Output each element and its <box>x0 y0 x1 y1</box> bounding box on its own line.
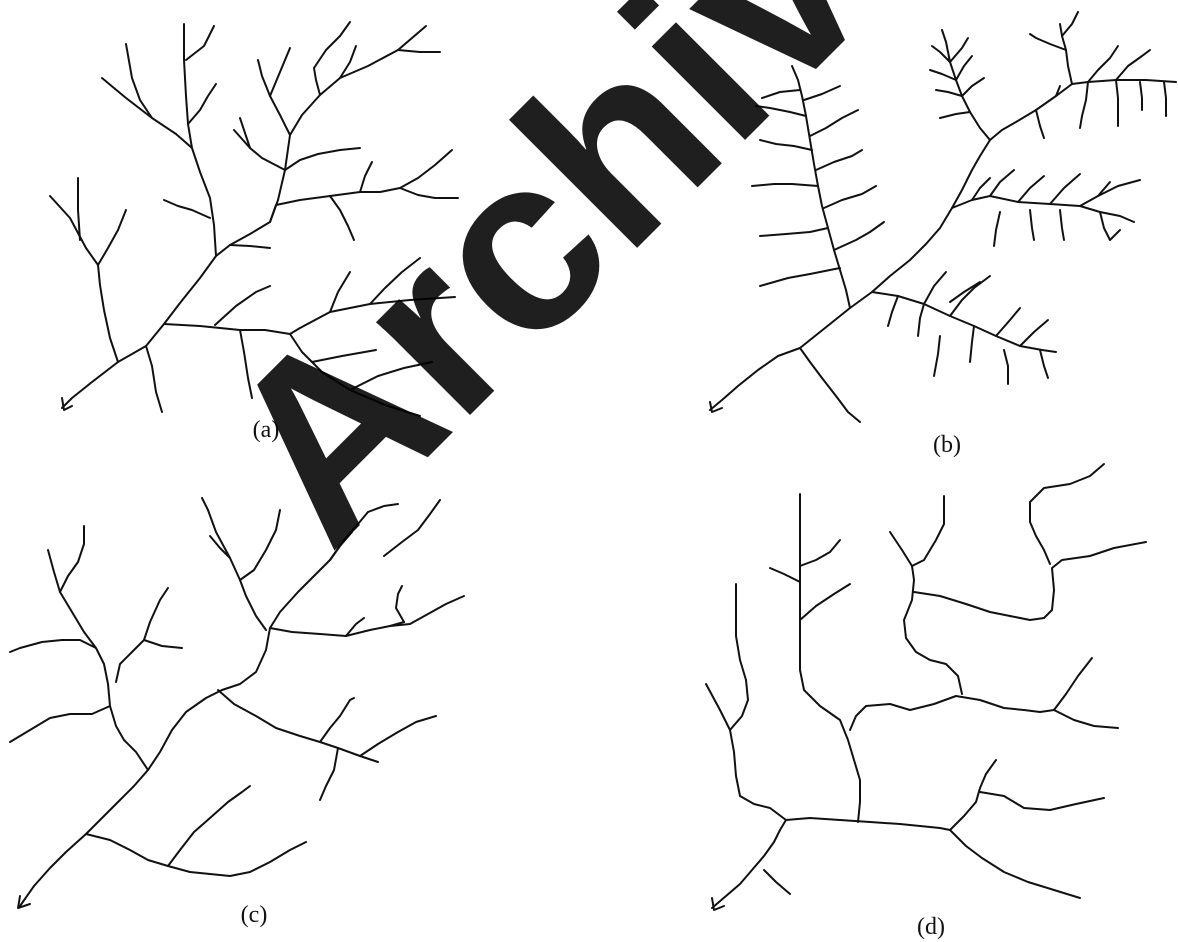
panel-b-network <box>709 11 1177 423</box>
panel-d-label: (d) <box>917 914 945 940</box>
panel-c-label: (c) <box>241 902 268 928</box>
archived-watermark: Archived <box>170 0 1124 592</box>
panel-c-network <box>9 497 465 909</box>
panel-a-network <box>49 21 459 417</box>
panel-b-label: (b) <box>933 432 961 458</box>
panel-d-network <box>705 463 1147 911</box>
panel-a-label: (a) <box>253 417 280 443</box>
